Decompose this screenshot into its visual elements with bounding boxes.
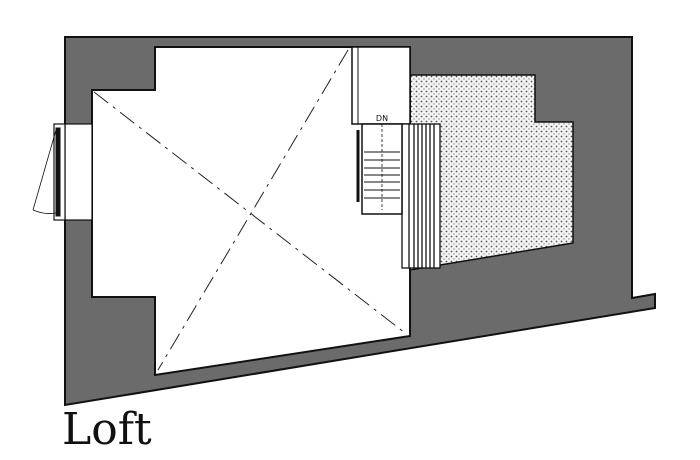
stair-direction-label: DN: [376, 114, 388, 123]
ceiling-diagonals: [93, 49, 406, 371]
floor-title: Loft: [62, 404, 152, 455]
staircase: [356, 123, 403, 215]
stair-shaft: [351, 46, 411, 125]
window: [32, 123, 93, 221]
stair-landing: [401, 123, 441, 269]
